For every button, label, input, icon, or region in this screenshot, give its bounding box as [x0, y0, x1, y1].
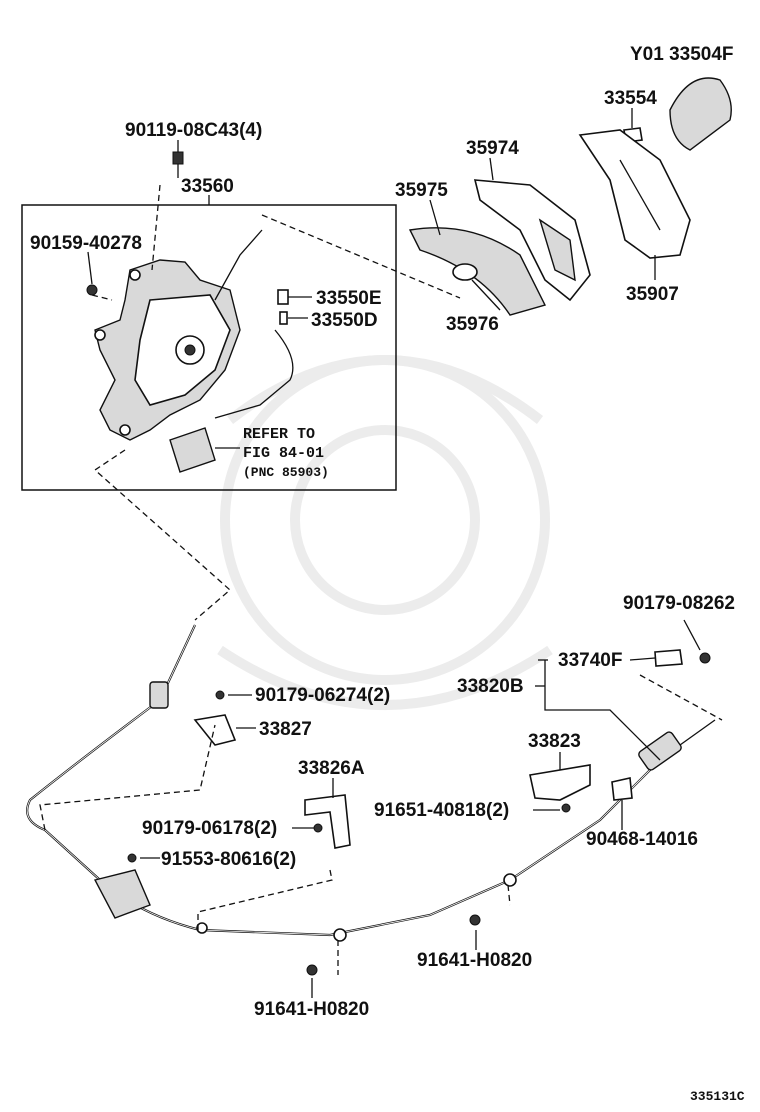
dashed-link-cable-upper	[93, 449, 231, 621]
clip-90468-shape[interactable]	[611, 777, 633, 801]
bolt-91553-shape[interactable]	[127, 853, 137, 863]
label-33823: 33823	[528, 731, 581, 752]
watermark-emblem	[217, 355, 553, 710]
retainer-33740f-shape[interactable]	[654, 649, 683, 667]
label-33550d: 33550D	[311, 310, 378, 331]
bracket-33827-shape[interactable]	[193, 690, 237, 746]
label-91553: 91553-80616(2)	[161, 849, 296, 870]
dashed-link-retainer	[639, 674, 723, 721]
dashed-link-lever	[261, 214, 461, 299]
shift-lever-housing[interactable]	[94, 259, 241, 441]
shift-cable[interactable]	[26, 624, 716, 937]
cable-clamps[interactable]	[196, 873, 517, 942]
label-33554: 33554	[604, 88, 657, 109]
label-33504f: Y01 33504F	[630, 44, 734, 65]
dashed-link-screw	[91, 294, 113, 301]
label-35976: 35976	[446, 314, 499, 335]
nut-90179-08262-shape[interactable]	[699, 652, 711, 664]
leader-33740f	[629, 657, 656, 661]
label-33550e: 33550E	[316, 288, 382, 309]
bracket-cable-lower-shape[interactable]	[93, 869, 151, 919]
part-33550e-shape[interactable]	[277, 289, 289, 305]
dashed-link-bolt-right	[507, 884, 511, 906]
leader-35975	[429, 199, 441, 236]
label-refer-pnc: (PNC 85903)	[243, 465, 329, 480]
dashed-link-bracket-2	[197, 869, 333, 930]
lock-wire	[214, 329, 294, 419]
bolt-91651-shape[interactable]	[561, 803, 571, 813]
leader-35976	[471, 279, 501, 311]
indicator-housing-35974[interactable]	[473, 179, 591, 302]
diagram-code: 335131C	[690, 1089, 745, 1104]
bolt-91641-right-shape[interactable]	[469, 914, 481, 926]
bolt-90119-shape[interactable]	[172, 151, 184, 178]
label-33827: 33827	[259, 719, 312, 740]
bracket-33826a-shape[interactable]	[304, 794, 351, 849]
part-33550d-shape[interactable]	[279, 311, 288, 325]
label-91641-left: 91641-H0820	[254, 999, 369, 1020]
knob-33504f-shape[interactable]	[669, 77, 732, 151]
cover-35907-shape[interactable]	[578, 129, 691, 259]
lock-solenoid-shape[interactable]	[169, 427, 216, 473]
dashed-link-bolt	[151, 184, 161, 271]
nut-90179-06178-shape[interactable]	[313, 823, 323, 833]
label-33740f: 33740F	[558, 650, 622, 671]
label-refer-to: REFER TO	[243, 426, 315, 443]
label-33826a: 33826A	[298, 758, 365, 779]
leader-90159	[87, 251, 93, 285]
label-90179-06178: 90179-06178(2)	[142, 818, 277, 839]
leader-35974	[489, 157, 494, 181]
label-90179-06274: 90179-06274(2)	[255, 685, 390, 706]
label-90119: 90119-08C43(4)	[125, 120, 262, 141]
label-35907: 35907	[626, 284, 679, 305]
dashed-link-bracket	[39, 724, 216, 831]
label-33820b: 33820B	[457, 676, 524, 697]
label-91651: 91651-40818(2)	[374, 800, 509, 821]
leader-90179-08262	[683, 619, 701, 651]
screw-90159-shape[interactable]	[86, 284, 98, 296]
label-91641-right: 91641-H0820	[417, 950, 532, 971]
label-35975: 35975	[395, 180, 448, 201]
label-35974: 35974	[466, 138, 519, 159]
bolt-91641-left-shape[interactable]	[306, 964, 318, 976]
label-33560: 33560	[181, 176, 234, 197]
lever-rod	[214, 229, 263, 301]
label-90468: 90468-14016	[586, 829, 698, 850]
leader-33820b	[544, 660, 661, 761]
label-90179-08262: 90179-08262	[623, 593, 735, 614]
part-35976-shape[interactable]	[452, 263, 478, 281]
bracket-33823-shape[interactable]	[529, 764, 591, 801]
label-90159: 90159-40278	[30, 233, 142, 254]
label-refer-fig: FIG 84-01	[243, 445, 324, 462]
